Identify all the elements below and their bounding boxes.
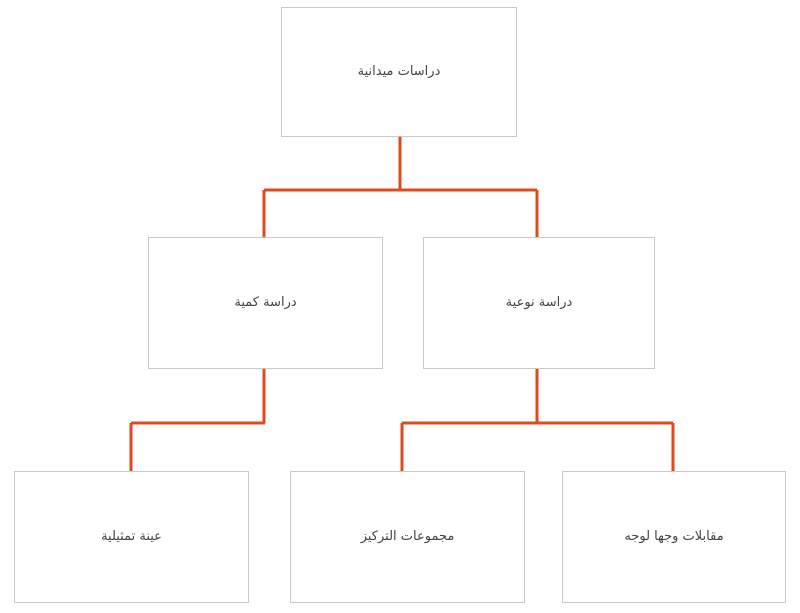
node-label-qualitative-study: دراسة نوعية xyxy=(505,295,573,311)
node-label-quantitative-study: دراسة كمية xyxy=(234,295,297,311)
node-face-to-face-interviews[interactable]: مقابلات وجها لوجه xyxy=(562,471,786,603)
node-label-face-to-face-interviews: مقابلات وجها لوجه xyxy=(624,529,724,545)
node-qualitative-study[interactable]: دراسة نوعية xyxy=(423,237,655,369)
node-label-focus-groups: مجموعات التركيز xyxy=(360,529,455,545)
node-focus-groups[interactable]: مجموعات التركيز xyxy=(290,471,525,603)
node-representative-sample[interactable]: عينة تمثيلية xyxy=(14,471,249,603)
node-label-field-studies: دراسات ميدانية xyxy=(357,64,441,80)
node-quantitative-study[interactable]: دراسة كمية xyxy=(148,237,383,369)
node-label-representative-sample: عينة تمثيلية xyxy=(101,529,162,545)
node-field-studies[interactable]: دراسات ميدانية xyxy=(281,7,517,137)
